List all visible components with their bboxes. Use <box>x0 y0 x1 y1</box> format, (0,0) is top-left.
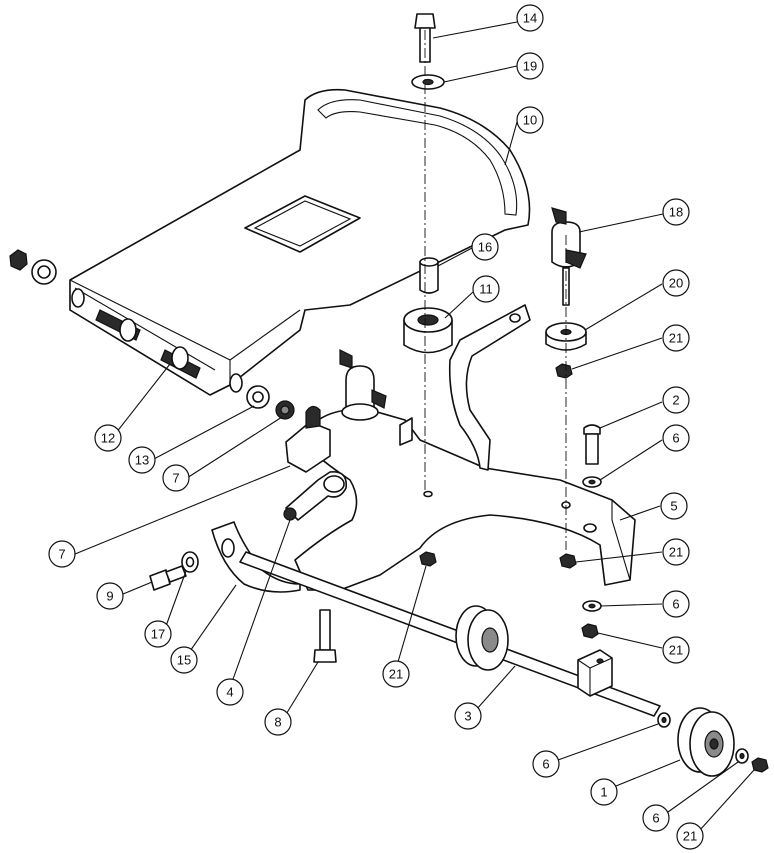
wheel-part <box>677 707 735 777</box>
lower-bolt-part <box>313 609 337 663</box>
callout-bubble: 19 <box>516 52 544 80</box>
pin-part <box>583 424 601 465</box>
svg-text:6: 6 <box>672 597 679 612</box>
callout-bubble: 7 <box>162 464 190 492</box>
bushing-part <box>419 257 439 294</box>
adjustment-screw-part <box>95 309 201 379</box>
callout-bubble: 21 <box>382 660 410 688</box>
rod-end-part <box>283 471 347 521</box>
svg-text:12: 12 <box>101 431 115 446</box>
end-nut-part <box>9 249 28 271</box>
svg-text:18: 18 <box>669 205 683 220</box>
top-bolt-part <box>414 13 436 63</box>
callout-bubble: 6 <box>532 750 560 778</box>
svg-text:7: 7 <box>58 547 65 562</box>
callout-bubble: 12 <box>94 424 122 452</box>
svg-text:4: 4 <box>226 685 233 700</box>
bracket-part <box>211 521 301 593</box>
end-bushing-part <box>31 259 57 285</box>
callout-bubble: 21 <box>676 822 704 850</box>
callout-bubble: 8 <box>264 708 292 736</box>
washer-part <box>582 600 602 612</box>
callout-bubble: 18 <box>662 198 690 226</box>
svg-text:14: 14 <box>523 11 537 26</box>
callout-bubble: 21 <box>662 636 690 664</box>
end-washer-part <box>246 385 270 409</box>
svg-text:21: 21 <box>669 331 683 346</box>
callout-bubble: 4 <box>216 678 244 706</box>
callout-bubble: 15 <box>170 646 198 674</box>
nut-part <box>581 623 599 639</box>
svg-text:9: 9 <box>106 589 113 604</box>
callout-bubble: 1 <box>590 778 618 806</box>
axle-block-part <box>577 649 613 697</box>
side-washer-part <box>181 551 199 573</box>
clamp-knob-base-part <box>339 349 387 421</box>
svg-text:1: 1 <box>600 785 607 800</box>
washer-part <box>657 712 671 728</box>
side-bolt-part <box>149 565 187 591</box>
washer-part <box>582 476 602 488</box>
svg-text:21: 21 <box>669 643 683 658</box>
leader-lines <box>74 21 755 831</box>
svg-text:15: 15 <box>177 653 191 668</box>
svg-text:16: 16 <box>478 240 492 255</box>
main-base-plate-part <box>294 304 636 591</box>
svg-text:6: 6 <box>652 811 659 826</box>
nut-part <box>751 757 769 773</box>
knurled-nut-part <box>275 400 295 420</box>
svg-text:21: 21 <box>389 667 403 682</box>
callout-bubble: 10 <box>516 106 544 134</box>
callout-bubble: 3 <box>454 702 482 730</box>
svg-text:10: 10 <box>523 113 537 128</box>
callout-bubble: 6 <box>642 804 670 832</box>
svg-text:6: 6 <box>672 431 679 446</box>
bearing-post-part <box>403 307 453 354</box>
callout-bubble: 6 <box>662 424 690 452</box>
callout-bubble: 20 <box>662 269 690 297</box>
nut-part <box>419 551 437 567</box>
nut-part <box>559 553 577 569</box>
callout-bubble: 6 <box>662 590 690 618</box>
callout-bubble: 21 <box>662 324 690 352</box>
callout-bubble: 9 <box>96 582 124 610</box>
axle-shaft-part <box>239 551 661 717</box>
svg-text:11: 11 <box>479 282 493 297</box>
svg-text:5: 5 <box>670 499 677 514</box>
clamp-knob-part <box>551 207 587 306</box>
upper-guide-plate-part <box>69 88 531 396</box>
svg-text:2: 2 <box>672 393 679 408</box>
top-washer-part <box>411 74 445 90</box>
svg-text:21: 21 <box>683 829 697 844</box>
svg-text:20: 20 <box>669 276 683 291</box>
svg-text:21: 21 <box>669 545 683 560</box>
svg-text:3: 3 <box>464 709 471 724</box>
callout-bubble: 14 <box>516 4 544 32</box>
clevis-part <box>285 405 331 473</box>
svg-text:8: 8 <box>274 715 281 730</box>
callout-bubble: 17 <box>144 620 172 648</box>
washer-part <box>735 748 749 764</box>
callout-bubble: 13 <box>128 446 156 474</box>
callout-bubble: 21 <box>662 538 690 566</box>
nut-part <box>555 363 573 379</box>
inner-wheel-part <box>455 605 509 671</box>
callout-bubbles: 14 19 10 18 16 20 11 21 2 6 12 13 7 5 7 … <box>48 4 704 850</box>
svg-text:17: 17 <box>151 627 165 642</box>
svg-text:7: 7 <box>172 471 179 486</box>
callout-bubble: 7 <box>48 540 76 568</box>
callout-bubble: 16 <box>471 233 499 261</box>
svg-text:6: 6 <box>542 757 549 772</box>
callout-bubble: 11 <box>472 275 500 303</box>
callout-bubble: 5 <box>660 492 688 520</box>
svg-text:19: 19 <box>523 59 537 74</box>
callout-bubble: 2 <box>662 386 690 414</box>
svg-text:13: 13 <box>135 453 149 468</box>
